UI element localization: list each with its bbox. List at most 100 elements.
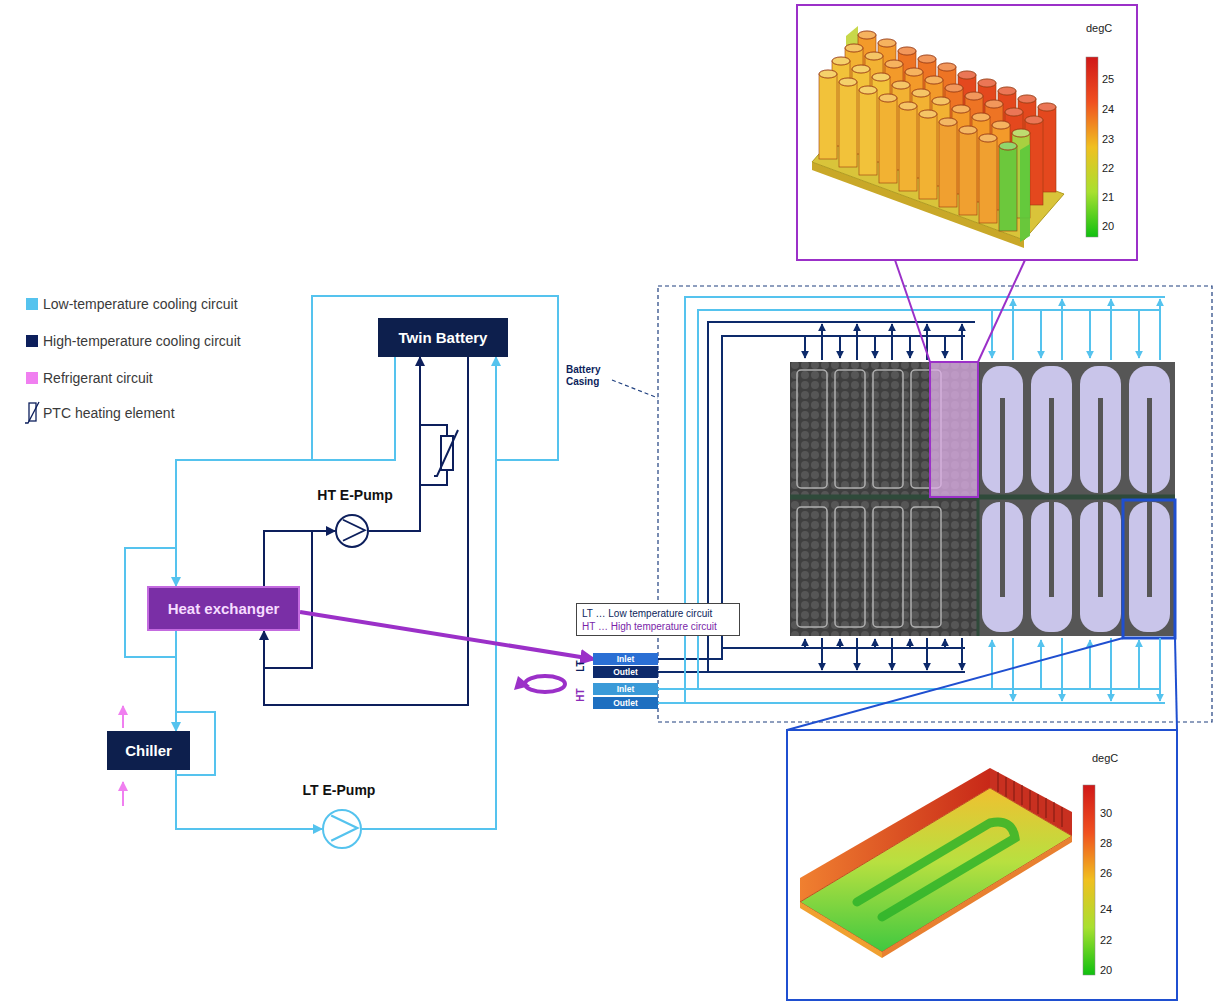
key-text: LT … Low temperature circuit bbox=[582, 607, 712, 620]
ht-casing-pipe bbox=[1040, 640, 1042, 689]
connector bbox=[176, 357, 395, 586]
battery-modules bbox=[1049, 502, 1054, 597]
rotation-arrow bbox=[514, 676, 565, 692]
ht-casing-pipe bbox=[1061, 638, 1063, 701]
battery-modules bbox=[873, 507, 903, 627]
lt-casing-pipe bbox=[821, 324, 823, 360]
battery-casing bbox=[612, 380, 658, 398]
battery-modules bbox=[1000, 502, 1005, 597]
lt-casing-pipe bbox=[874, 336, 876, 358]
battery-box: Twin Battery bbox=[378, 318, 508, 357]
pump-symbol bbox=[337, 516, 367, 546]
battery-modules bbox=[911, 507, 941, 627]
battery-modules bbox=[1080, 366, 1121, 493]
battery-modules bbox=[982, 366, 1023, 493]
legend-swatch bbox=[26, 372, 38, 384]
cell-pack-inset bbox=[919, 110, 937, 199]
box-label: Chiller bbox=[125, 742, 172, 760]
scale-label: 23 bbox=[1102, 133, 1114, 146]
scale-label: degC bbox=[1092, 752, 1118, 765]
cold-plate-inset bbox=[1046, 798, 1047, 818]
battery-modules bbox=[1031, 366, 1072, 493]
battery-modules bbox=[1129, 502, 1170, 632]
lt-casing-pipe bbox=[944, 639, 946, 648]
zoom-lines bbox=[895, 260, 930, 362]
connector bbox=[264, 357, 468, 705]
cold-plate-inset bbox=[1083, 785, 1095, 975]
pump-node: LT E-Pump bbox=[287, 782, 391, 851]
battery-modules bbox=[790, 495, 1175, 500]
lt-casing-pipe bbox=[839, 336, 841, 358]
legend-text: PTC heating element bbox=[43, 405, 175, 421]
lt-casing-pipe bbox=[909, 639, 911, 648]
scale-label: 22 bbox=[1100, 934, 1112, 947]
cell-pack-inset bbox=[979, 134, 997, 223]
cold-plate-inset bbox=[787, 730, 1177, 1000]
battery-modules bbox=[1098, 502, 1103, 597]
cell-pack-inset bbox=[959, 126, 977, 215]
battery-casing bbox=[612, 286, 1212, 722]
scale-label: 20 bbox=[1102, 220, 1114, 233]
lt-casing-pipe bbox=[891, 324, 893, 360]
chiller-box: Chiller bbox=[107, 731, 190, 770]
pump-symbol bbox=[324, 811, 360, 847]
cell-pack-inset bbox=[839, 78, 857, 167]
battery-modules bbox=[797, 370, 827, 488]
rotation-arrow bbox=[525, 676, 565, 692]
lt-casing-pipe bbox=[708, 322, 975, 672]
cold-plate-inset bbox=[857, 822, 1015, 917]
cold-plate-inset bbox=[1054, 802, 1055, 822]
cell-pack-inset bbox=[899, 102, 917, 191]
pump-label: HT E-Pump bbox=[310, 487, 400, 504]
connector bbox=[175, 631, 177, 731]
battery-modules bbox=[797, 507, 827, 627]
battery-modules bbox=[1129, 366, 1170, 493]
battery-modules bbox=[790, 362, 1175, 638]
lt-casing-pipe bbox=[891, 638, 893, 670]
ht-casing-pipe bbox=[991, 640, 993, 689]
lt-casing-pipe bbox=[821, 638, 823, 670]
scale-label: 26 bbox=[1100, 867, 1112, 880]
connector bbox=[369, 357, 420, 531]
legend-text: High-temperature cooling circuit bbox=[43, 333, 241, 349]
ht-casing-pipe bbox=[1159, 299, 1161, 360]
battery-modules bbox=[1123, 500, 1175, 638]
scale-label: 20 bbox=[1100, 964, 1112, 977]
cell-pack-inset bbox=[859, 86, 877, 175]
ht-casing-pipe bbox=[1012, 299, 1014, 360]
connector bbox=[300, 612, 593, 659]
battery-modules bbox=[1049, 398, 1054, 493]
port-label: Inlet bbox=[617, 655, 634, 664]
box-label: Twin Battery bbox=[399, 329, 488, 347]
ht-casing-pipe bbox=[1040, 310, 1042, 358]
ht-casing-pipe bbox=[1089, 310, 1091, 358]
pump-symbol bbox=[343, 520, 365, 541]
ht-casing-pipe bbox=[658, 297, 1165, 703]
lt-casing-pipe bbox=[722, 647, 965, 649]
lt-casing-pipe bbox=[839, 639, 841, 648]
battery-modules bbox=[1000, 398, 1005, 493]
port-box: Inlet bbox=[593, 683, 658, 695]
port-box: Outlet bbox=[593, 697, 658, 709]
ht-casing-pipe bbox=[1159, 638, 1161, 701]
scale-label: 21 bbox=[1102, 191, 1114, 204]
circuit-key-box: LT … Low temperature circuitHT … High te… bbox=[576, 603, 740, 636]
lt-casing-pipe bbox=[804, 336, 806, 358]
port-box: Outlet bbox=[593, 666, 658, 678]
lt-casing-pipe bbox=[658, 671, 965, 673]
ptc-legend-symbol bbox=[25, 402, 39, 423]
cold-plate-inset bbox=[998, 772, 999, 792]
zoom-lines bbox=[978, 260, 1025, 362]
cell-pack-inset bbox=[797, 5, 1137, 260]
scale-label: 24 bbox=[1100, 903, 1112, 916]
ht-casing-pipe bbox=[658, 297, 1165, 703]
scale-label: 22 bbox=[1102, 162, 1114, 175]
lt-casing-pipe bbox=[944, 336, 946, 358]
lt-casing-pipe bbox=[961, 324, 963, 360]
connector bbox=[176, 770, 322, 829]
cold-plate-inset bbox=[1030, 790, 1031, 810]
lt-coolant-pipe bbox=[125, 296, 558, 775]
cell-pack-inset bbox=[999, 142, 1017, 231]
cold-plate-inset bbox=[1006, 777, 1007, 797]
